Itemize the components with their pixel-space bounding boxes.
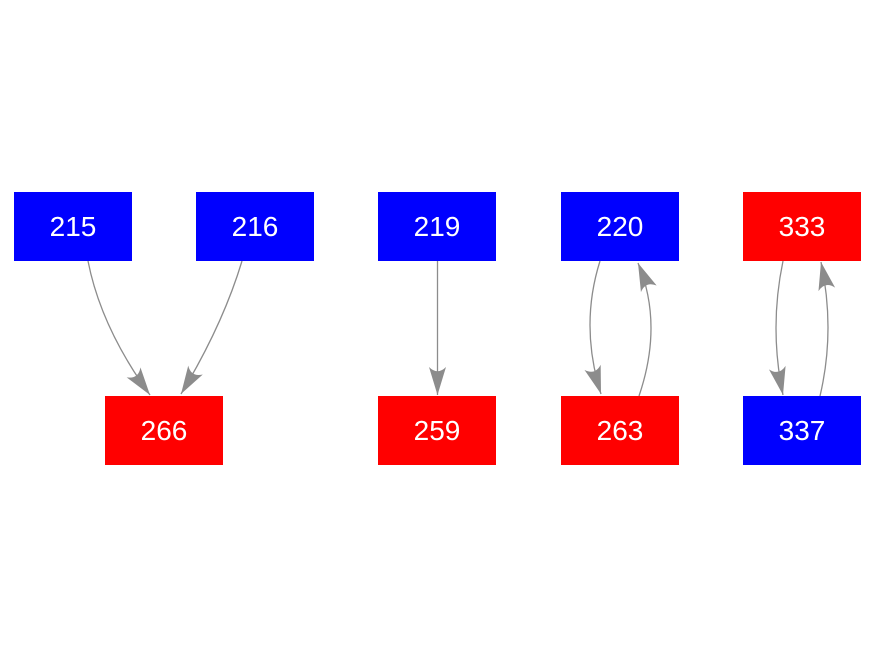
node-216[interactable]: 216: [196, 192, 314, 261]
edge-337-to-333: [818, 261, 836, 397]
node-219[interactable]: 219: [378, 192, 496, 261]
edge-215-to-266: [87, 260, 151, 396]
node-220[interactable]: 220: [561, 192, 679, 261]
node-333[interactable]: 333: [743, 192, 861, 261]
edge-333-to-337: [768, 260, 786, 396]
node-266[interactable]: 266: [105, 396, 223, 465]
node-263[interactable]: 263: [561, 396, 679, 465]
node-337[interactable]: 337: [743, 396, 861, 465]
edge-216-to-266: [180, 260, 243, 395]
edge-220-to-263: [584, 260, 602, 395]
edge-263-to-220: [637, 262, 657, 397]
node-215[interactable]: 215: [14, 192, 132, 261]
node-259[interactable]: 259: [378, 396, 496, 465]
